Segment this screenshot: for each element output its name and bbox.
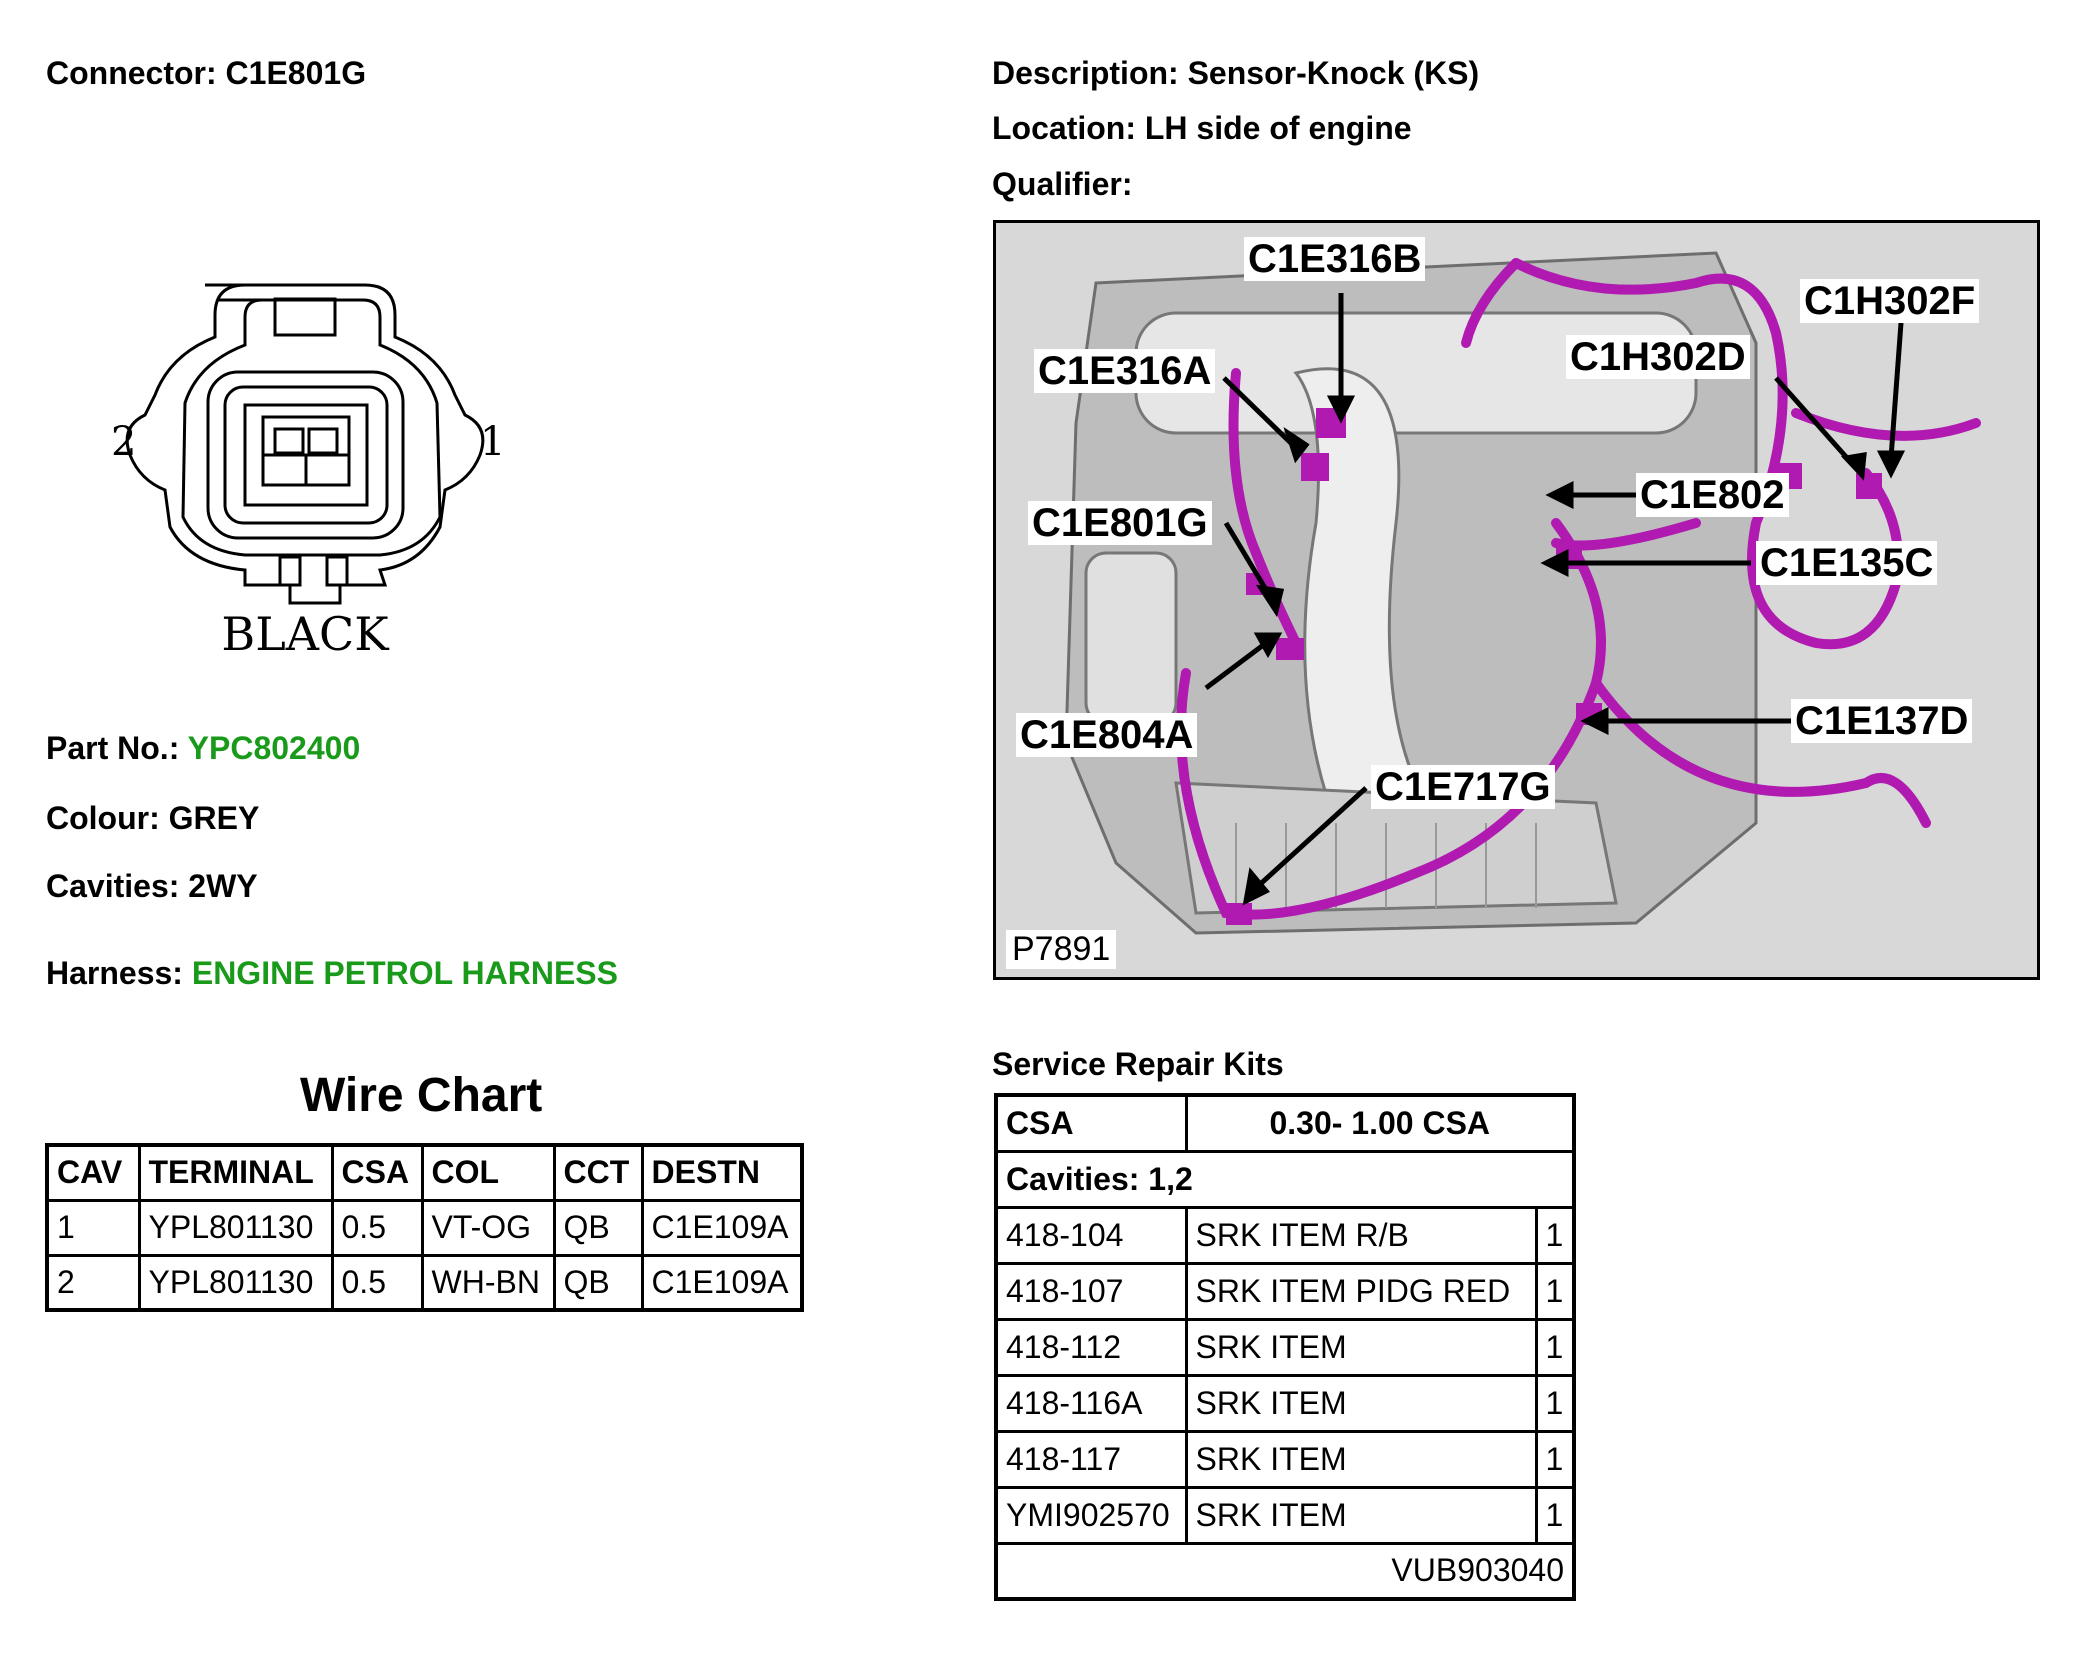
harness-value: ENGINE PETROL HARNESS bbox=[191, 955, 618, 991]
kit-part-number: 418-117 bbox=[994, 1429, 1188, 1489]
engine-location-photo: C1E316B C1H302F C1H302D C1E316A C1E802 C… bbox=[993, 220, 2040, 980]
wire-chart-header-row: CAV TERMINAL CSA COL CCT DESTN bbox=[45, 1143, 804, 1202]
part-number: Part No.: YPC802400 bbox=[46, 730, 360, 767]
col-header: CSA bbox=[330, 1143, 424, 1202]
table-cell: WH-BN bbox=[420, 1253, 556, 1312]
callout-label: C1E316A bbox=[1034, 349, 1216, 393]
csa-value: 0.30- 1.00 CSA bbox=[1184, 1093, 1576, 1153]
col-header: CAV bbox=[45, 1143, 141, 1202]
table-cell: 0.5 bbox=[330, 1253, 424, 1312]
col-header: DESTN bbox=[640, 1143, 804, 1202]
callout-label: C1E717G bbox=[1371, 765, 1555, 809]
kit-cavities: Cavities: 1,2 bbox=[994, 1149, 1576, 1209]
kit-quantity: 1 bbox=[1534, 1261, 1576, 1321]
table-row: 418-107 SRK ITEM PIDG RED 1 bbox=[994, 1261, 1576, 1321]
col-header: CCT bbox=[552, 1143, 644, 1202]
wire-chart-title: Wire Chart bbox=[300, 1069, 543, 1122]
kit-part-number: 418-104 bbox=[994, 1205, 1188, 1265]
kit-quantity: 1 bbox=[1534, 1205, 1576, 1265]
pin-label-2: 2 bbox=[111, 419, 136, 465]
col-header: TERMINAL bbox=[137, 1143, 334, 1202]
connector-id: Connector: C1E801G bbox=[46, 55, 367, 91]
table-row: 1 YPL801130 0.5 VT-OG QB C1E109A bbox=[45, 1198, 804, 1257]
callout-label: C1H302D bbox=[1566, 335, 1750, 379]
kit-footer-code: VUB903040 bbox=[994, 1541, 1576, 1601]
callout-label: C1E804A bbox=[1016, 713, 1198, 757]
table-cell: YPL801130 bbox=[137, 1253, 334, 1312]
callout-label: C1E135C bbox=[1756, 541, 1938, 585]
harness-label: Harness: bbox=[46, 955, 183, 991]
table-cell: C1E109A bbox=[640, 1253, 804, 1312]
service-kits-table: CSA 0.30- 1.00 CSA Cavities: 1,2 418-104… bbox=[994, 1093, 1576, 1601]
table-row: 418-117 SRK ITEM 1 bbox=[994, 1429, 1576, 1489]
callout-label: C1E137D bbox=[1791, 699, 1973, 743]
table-cell: VT-OG bbox=[420, 1198, 556, 1257]
service-kits-title: Service Repair Kits bbox=[992, 1046, 1284, 1082]
table-row: 2 YPL801130 0.5 WH-BN QB C1E109A bbox=[45, 1253, 804, 1312]
table-row: 418-112 SRK ITEM 1 bbox=[994, 1317, 1576, 1377]
kit-description: SRK ITEM bbox=[1184, 1429, 1538, 1489]
kit-quantity: 1 bbox=[1534, 1373, 1576, 1433]
table-row: 418-116A SRK ITEM 1 bbox=[994, 1373, 1576, 1433]
table-row: CSA 0.30- 1.00 CSA bbox=[994, 1093, 1576, 1153]
kit-description: SRK ITEM bbox=[1184, 1317, 1538, 1377]
table-row: Cavities: 1,2 bbox=[994, 1149, 1576, 1209]
qualifier: Qualifier: bbox=[992, 166, 1133, 202]
pin-label-1: 1 bbox=[480, 419, 505, 465]
engine-illustration bbox=[996, 223, 2037, 977]
callout-label: C1H302F bbox=[1800, 279, 1980, 323]
callout-label: C1E802 bbox=[1636, 473, 1789, 517]
table-cell: YPL801130 bbox=[137, 1198, 334, 1257]
kit-description: SRK ITEM bbox=[1184, 1485, 1538, 1545]
kit-part-number: YMI902570 bbox=[994, 1485, 1188, 1545]
kit-description: SRK ITEM bbox=[1184, 1373, 1538, 1433]
description: Description: Sensor-Knock (KS) bbox=[992, 55, 1480, 91]
kit-description: SRK ITEM PIDG RED bbox=[1184, 1261, 1538, 1321]
kit-description: SRK ITEM R/B bbox=[1184, 1205, 1538, 1265]
table-cell: QB bbox=[552, 1198, 644, 1257]
wire-chart-table: CAV TERMINAL CSA COL CCT DESTN 1 YPL8011… bbox=[45, 1143, 804, 1312]
table-row: YMI902570 SRK ITEM 1 bbox=[994, 1485, 1576, 1545]
callout-label: C1E801G bbox=[1028, 501, 1212, 545]
kit-quantity: 1 bbox=[1534, 1429, 1576, 1489]
table-row: VUB903040 bbox=[994, 1541, 1576, 1601]
kit-quantity: 1 bbox=[1534, 1317, 1576, 1377]
part-number-label: Part No.: bbox=[46, 730, 180, 766]
table-row: 418-104 SRK ITEM R/B 1 bbox=[994, 1205, 1576, 1265]
part-number-value: YPC802400 bbox=[187, 730, 361, 766]
colour: Colour: GREY bbox=[46, 800, 260, 836]
kit-part-number: 418-107 bbox=[994, 1261, 1188, 1321]
harness: Harness: ENGINE PETROL HARNESS bbox=[46, 955, 618, 992]
table-cell: QB bbox=[552, 1253, 644, 1312]
table-cell: 1 bbox=[45, 1198, 141, 1257]
col-header: COL bbox=[420, 1143, 556, 1202]
kit-part-number: 418-116A bbox=[994, 1373, 1188, 1433]
callout-label: C1E316B bbox=[1244, 237, 1426, 281]
csa-label: CSA bbox=[994, 1093, 1188, 1153]
cavities: Cavities: 2WY bbox=[46, 868, 258, 904]
connector-colour-label: BLACK bbox=[221, 607, 390, 661]
table-cell: 0.5 bbox=[330, 1198, 424, 1257]
location: Location: LH side of engine bbox=[992, 110, 1412, 146]
table-cell: 2 bbox=[45, 1253, 141, 1312]
kit-quantity: 1 bbox=[1534, 1485, 1576, 1545]
connector-face-drawing: 2 1 BLACK bbox=[111, 283, 505, 661]
figure-id: P7891 bbox=[1006, 930, 1117, 969]
kit-part-number: 418-112 bbox=[994, 1317, 1188, 1377]
table-cell: C1E109A bbox=[640, 1198, 804, 1257]
